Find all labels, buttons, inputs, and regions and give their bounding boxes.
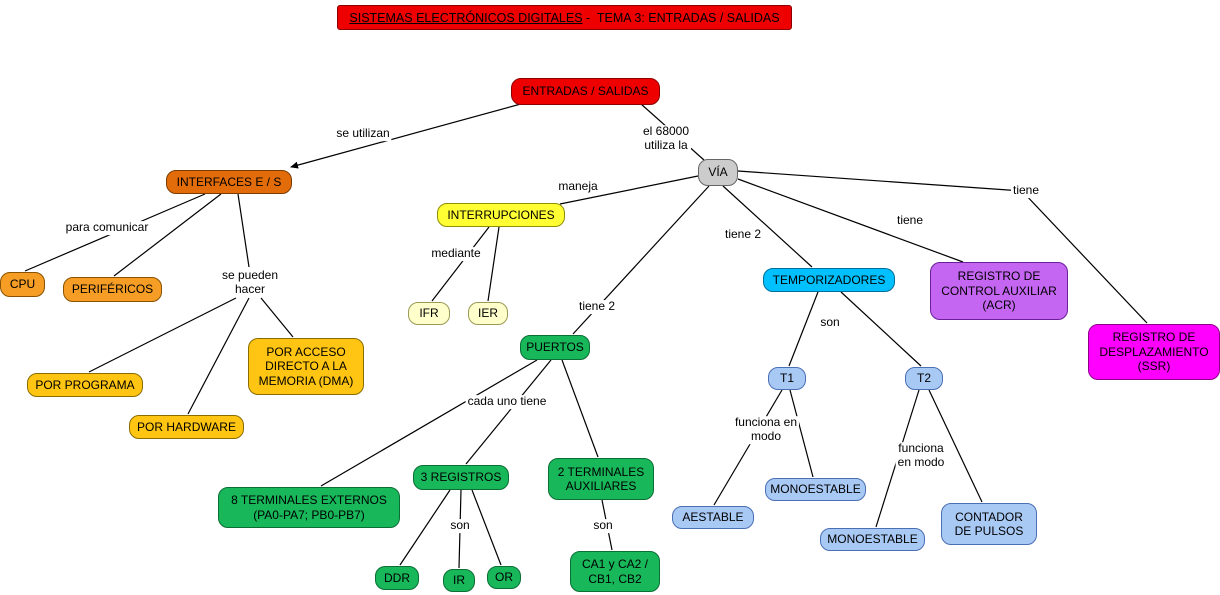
node-contador-pulsos[interactable]: CONTADOR DE PULSOS — [941, 503, 1037, 545]
edge-label-se-utilizan: se utilizan — [334, 126, 392, 141]
node-aestable[interactable]: AESTABLE — [672, 506, 754, 529]
edge-label-son-registros: son — [448, 518, 472, 533]
node-perifericos[interactable]: PERIFÉRICOS — [63, 277, 162, 302]
connector-sepueden-porhardware — [187, 297, 250, 415]
connector-temporizadores-t1 — [788, 291, 819, 367]
node-ddr[interactable]: DDR — [375, 566, 419, 590]
connector-puertos-tres-registros — [465, 359, 552, 465]
edge-label-el-68000-utiliza-la: el 68000 utiliza la — [640, 124, 692, 153]
edge-label-maneja: maneja — [556, 179, 600, 194]
edge-label-funciona-en-modo-t1: funciona en modo — [732, 415, 800, 444]
node-temporizadores[interactable]: TEMPORIZADORES — [763, 268, 895, 292]
node-t1[interactable]: T1 — [768, 367, 806, 390]
node-dos-terminales-auxiliares[interactable]: 2 TERMINALES AUXILIARES — [548, 458, 654, 500]
connector-via-acr — [737, 178, 964, 263]
node-ier[interactable]: IER — [468, 302, 508, 325]
node-t2[interactable]: T2 — [905, 367, 943, 390]
connector-registros-or — [471, 489, 502, 566]
connector-t1-monoestable — [789, 389, 814, 478]
node-interrupciones[interactable]: INTERRUPCIONES — [437, 203, 565, 227]
edge-label-se-pueden-hacer: se pueden hacer — [219, 268, 281, 297]
node-tres-registros[interactable]: 3 REGISTROS — [413, 465, 509, 490]
node-registro-desplazamiento[interactable]: REGISTRO DE DESPLAZAMIENTO (SSR) — [1088, 324, 1220, 380]
connector-via-interrupciones — [559, 175, 699, 205]
node-por-programa[interactable]: POR PROGRAMA — [27, 373, 143, 397]
node-ir[interactable]: IR — [443, 569, 475, 592]
edge-label-son-terminales: son — [591, 518, 615, 533]
node-cpu[interactable]: CPU — [0, 272, 45, 297]
connector-t2-contador — [928, 389, 983, 503]
map-title-rest: - TEMA 3: ENTRADAS / SALIDAS — [582, 10, 780, 25]
node-ocho-terminales-externos[interactable]: 8 TERMINALES EXTERNOS (PA0-PA7; PB0-PB7) — [218, 487, 400, 528]
connector-interfaces-perifericos — [113, 193, 222, 277]
node-monoestable-t2[interactable]: MONOESTABLE — [820, 528, 925, 551]
edge-label-son-temporizadores: son — [818, 315, 842, 330]
connector-entradas-interfaces — [290, 101, 529, 169]
node-interfaces-es[interactable]: INTERFACES E / S — [166, 170, 292, 194]
node-or[interactable]: OR — [487, 566, 521, 589]
edge-label-mediante: mediante — [429, 246, 483, 261]
node-via[interactable]: VÍA — [698, 159, 738, 186]
connector-registros-ddr — [399, 489, 451, 566]
node-ifr[interactable]: IFR — [408, 302, 450, 325]
node-dma[interactable]: POR ACCESO DIRECTO A LA MEMORIA (DMA) — [248, 338, 364, 395]
edge-label-tiene-2-puertos: tiene 2 — [576, 299, 618, 314]
node-monoestable-t1[interactable]: MONOESTABLE — [765, 478, 866, 501]
connector-puertos-dos-terminales — [561, 359, 599, 458]
node-registro-control-auxiliar[interactable]: REGISTRO DE CONTROL AUXILIAR (ACR) — [930, 262, 1068, 320]
map-title-underlined: SISTEMAS ELECTRÓNICOS DIGITALES — [349, 10, 583, 25]
connector-interrupciones-ifr — [431, 226, 490, 302]
edge-label-cada-uno-tiene: cada uno tiene — [465, 394, 549, 409]
edge-label-funciona-en-modo-t2: funciona en modo — [895, 441, 947, 470]
node-ca1-ca2-cb1-cb2[interactable]: CA1 y CA2 / CB1, CB2 — [570, 551, 660, 592]
map-title: SISTEMAS ELECTRÓNICOS DIGITALES - TEMA 3… — [337, 5, 792, 30]
edge-label-tiene-acr: tiene — [894, 213, 926, 228]
node-puertos[interactable]: PUERTOS — [520, 335, 590, 360]
connector-temporizadores-t2 — [840, 291, 922, 367]
connector-via-temporizadores — [722, 185, 813, 268]
connector-interrupciones-ier — [487, 226, 500, 302]
node-entradas-salidas[interactable]: ENTRADAS / SALIDAS — [511, 78, 660, 105]
node-por-hardware[interactable]: POR HARDWARE — [129, 415, 244, 439]
connector-interfaces-sepueden — [237, 193, 250, 268]
connector-sepueden-porprograma — [88, 297, 237, 373]
connector-t1-aestable — [713, 389, 783, 506]
edge-label-para-comunicar: para comunicar — [63, 220, 151, 235]
connector-puertos-ocho-terminales — [320, 359, 538, 487]
edge-label-tiene-ssr: tiene — [1010, 183, 1042, 198]
edge-label-tiene-2-temporizadores: tiene 2 — [722, 227, 764, 242]
connector-sepueden-dma — [260, 297, 294, 338]
